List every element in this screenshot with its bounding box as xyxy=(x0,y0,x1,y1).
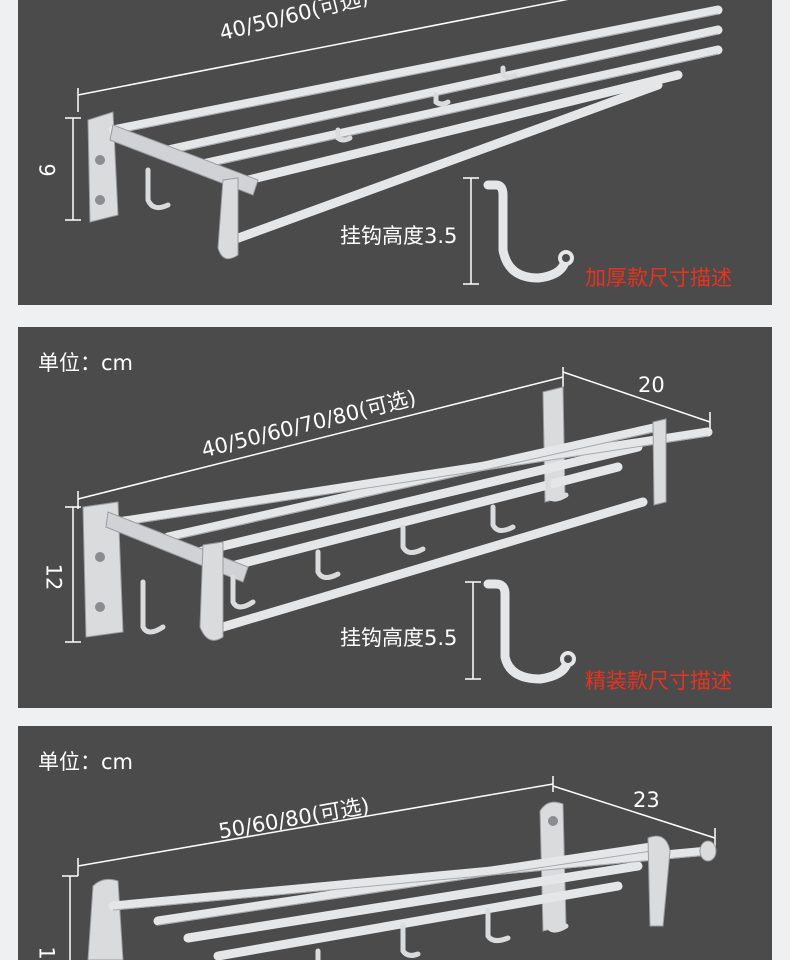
height-dimension-label: 1 xyxy=(34,946,59,960)
depth-dimension-label: 23 xyxy=(633,788,660,812)
hook-height-label: 挂钩高度3.5 xyxy=(340,224,458,248)
depth-dimension-label: 20 xyxy=(638,373,665,397)
height-dimension-label: 12 xyxy=(41,563,66,591)
hook-height-label: 挂钩高度5.5 xyxy=(340,626,458,650)
product-panel-thick: 40/50/60(可选) 9 挂钩高度3.5 加厚款尺寸描述 xyxy=(18,0,772,305)
product-panel-premium: 单位：cm 50/60/80(可选) 23 1 xyxy=(18,726,772,960)
product-panel-deluxe: 单位：cm 40/50/60/70/80(可选) 20 12 挂钩高度5.5 精… xyxy=(18,327,772,708)
model-caption: 加厚款尺寸描述 xyxy=(585,266,732,290)
unit-label: 单位：cm xyxy=(38,750,134,774)
towel-rack-illustration xyxy=(65,0,723,285)
model-caption: 精装款尺寸描述 xyxy=(585,669,732,693)
height-dimension-label: 9 xyxy=(34,163,59,177)
towel-rack-illustration xyxy=(62,776,717,960)
towel-rack-illustration xyxy=(65,367,713,684)
unit-label: 单位：cm xyxy=(38,351,134,375)
